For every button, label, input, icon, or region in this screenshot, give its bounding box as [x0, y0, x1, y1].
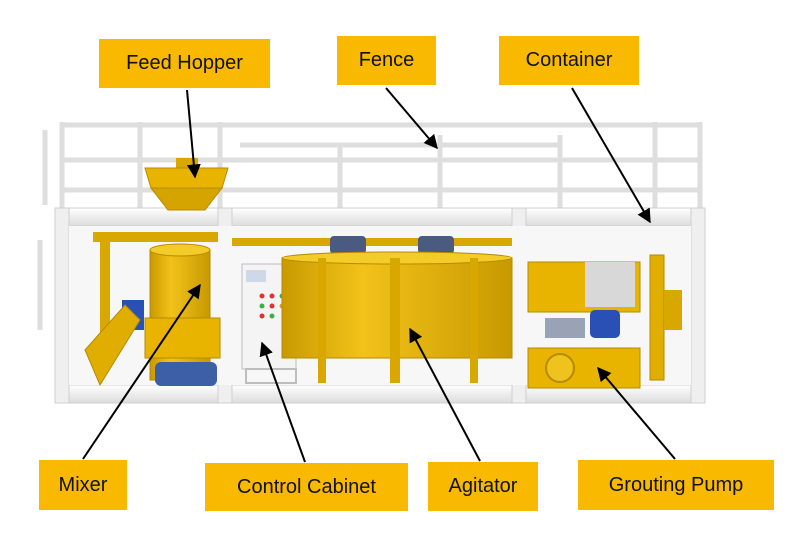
arrow-mixer: [82, 283, 201, 460]
arrow-feed-hopper: [186, 89, 201, 179]
agitator-tank: [232, 236, 513, 383]
label-feed-hopper: Feed Hopper: [99, 39, 270, 88]
label-agitator: Agitator: [428, 462, 538, 511]
arrow-agitator: [409, 327, 481, 462]
label-grouting-pump: Grouting Pump: [578, 460, 774, 510]
arrow-grouting-pump: [597, 366, 676, 460]
arrow-container: [571, 87, 651, 224]
label-control-cabinet: Control Cabinet: [205, 463, 408, 511]
mixer-unit: [84, 232, 221, 387]
label-mixer: Mixer: [39, 460, 127, 510]
arrow-fence: [385, 87, 438, 150]
arrow-control-cabinet: [259, 341, 306, 463]
annotation-arrows: [82, 87, 676, 463]
grouting-pump-unit: [527, 254, 682, 389]
label-fence: Fence: [337, 36, 436, 85]
fence-railing: [42, 122, 703, 210]
feed-hopper: [144, 158, 229, 211]
label-container: Container: [499, 36, 639, 85]
